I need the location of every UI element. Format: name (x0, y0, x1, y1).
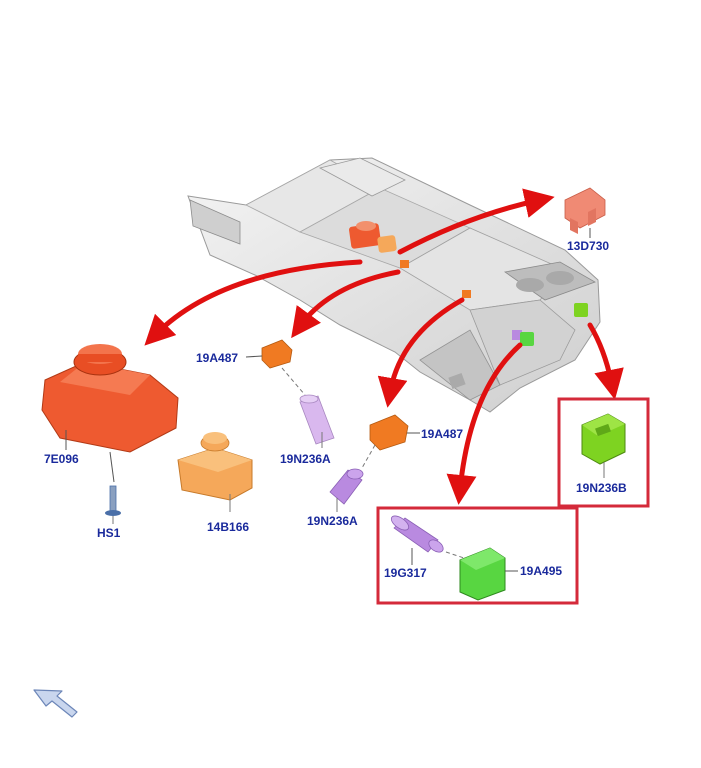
arrow-to-19A495-box (446, 342, 523, 505)
label-19N236A-lower: 19N236A (307, 514, 358, 528)
arrow-to-19A487-upper (291, 269, 401, 339)
part-19G317 (390, 515, 471, 561)
label-13D730: 13D730 (567, 239, 609, 253)
arrow-to-19N236B-box (587, 322, 624, 400)
label-7E096: 7E096 (44, 452, 79, 466)
view-direction-arrow-icon (33, 689, 78, 718)
part-19N236B (581, 413, 626, 478)
arrows (144, 188, 624, 505)
label-19A487-lower: 19A487 (421, 427, 463, 441)
part-19A487-upper (261, 339, 306, 396)
highlight-box-19N236B (557, 397, 650, 508)
center-console (187, 157, 601, 413)
label-19A495: 19A495 (520, 564, 562, 578)
part-19A495 (459, 547, 506, 601)
label-19N236A-upper: 19N236A (280, 452, 331, 466)
highlight-box-19G317-19A495 (376, 506, 579, 605)
label-19G317: 19G317 (384, 566, 427, 580)
leader-lines (65, 228, 591, 572)
label-14B166: 14B166 (207, 520, 249, 534)
part-19N236A-lower (329, 468, 364, 512)
part-19A487-lower (361, 414, 409, 469)
arrow-to-7E096 (144, 259, 363, 346)
label-19N236B: 19N236B (576, 481, 627, 495)
label-HS1: HS1 (97, 526, 121, 540)
part-19N236A-upper (299, 394, 335, 448)
arrow-to-13D730 (397, 188, 555, 255)
part-14B166 (177, 432, 253, 512)
arrow-to-19A487-lower (377, 297, 465, 408)
part-13D730 (564, 187, 606, 234)
label-19A487-upper: 19A487 (196, 351, 238, 365)
part-HS1 (105, 485, 121, 524)
part-7E096 (41, 344, 179, 483)
